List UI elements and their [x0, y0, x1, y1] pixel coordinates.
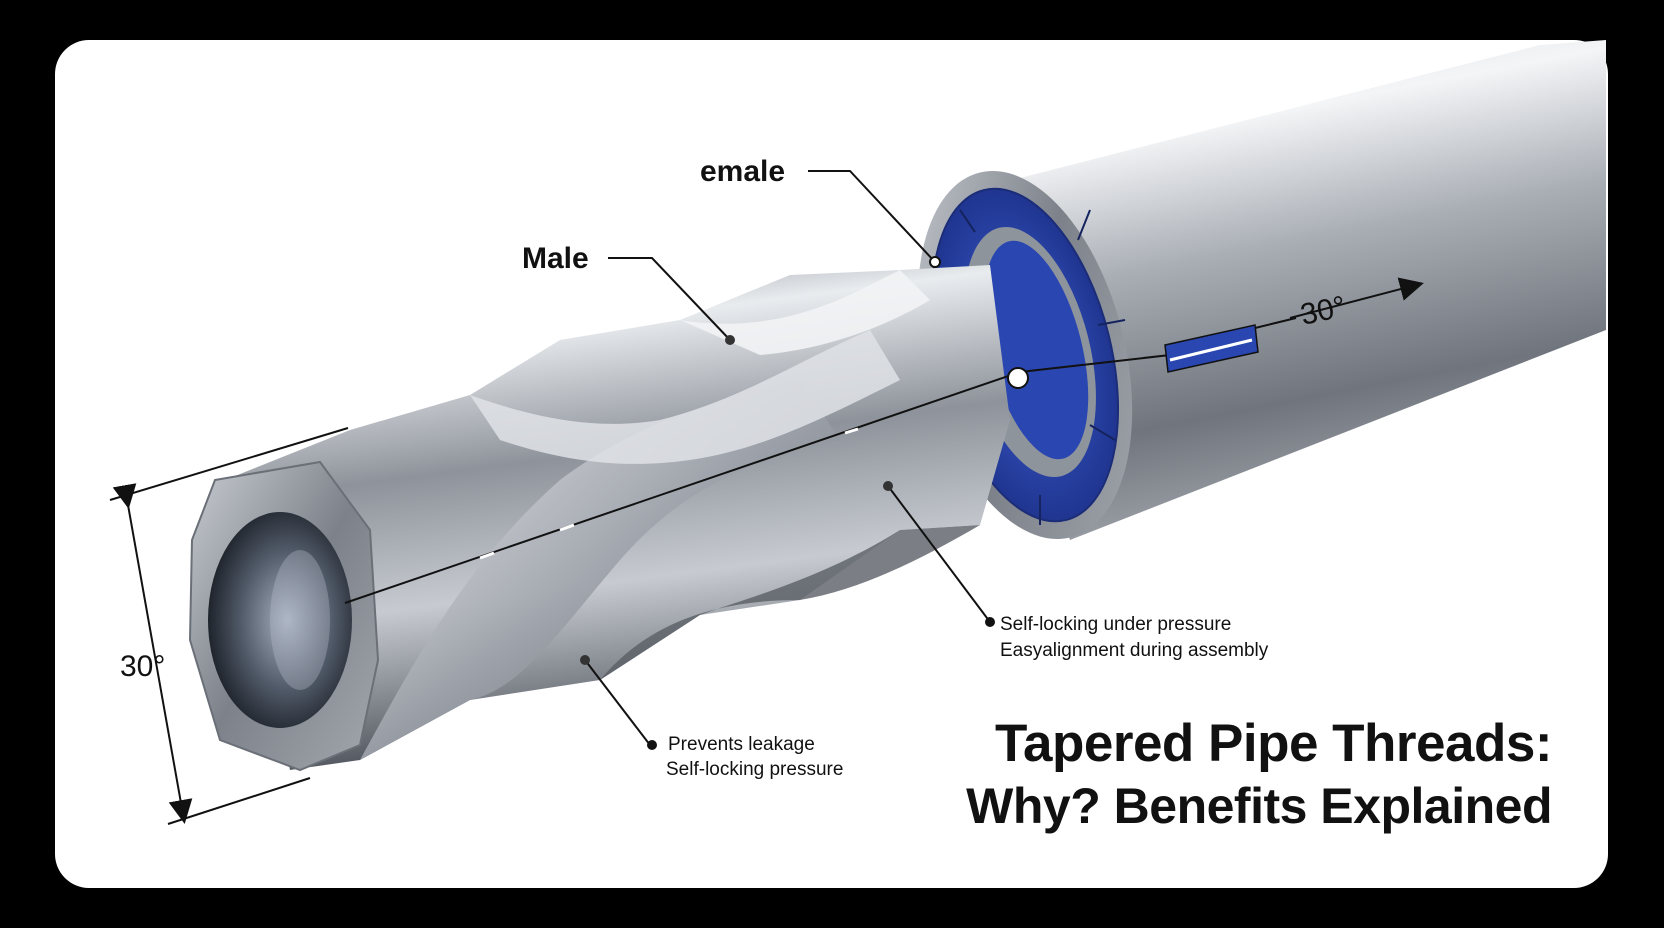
- dim-ext-bottom: [167, 777, 311, 825]
- axis-point: [1007, 367, 1029, 389]
- note-a-line1: Self-locking under pressure: [1000, 614, 1231, 635]
- note-b-dot: [647, 740, 657, 750]
- thread-shadow: [600, 525, 980, 680]
- female-leader-dot: [929, 256, 941, 268]
- axis-dashes: [479, 427, 859, 560]
- note-a-start-dot: [883, 481, 893, 491]
- female-leader-line: [808, 170, 936, 263]
- axis-extension: [1019, 354, 1171, 373]
- title-line-2: Why? Benefits Explained: [966, 777, 1552, 834]
- female-inner-seal: [983, 240, 1089, 460]
- angle-leader-right: [1254, 317, 1297, 329]
- note-a-line2: Easyalignment during assembly: [1000, 640, 1269, 661]
- note-b-line2: Self-locking pressure: [666, 759, 843, 780]
- note-b-line1: Prevents leakage: [668, 734, 815, 755]
- angle-arrow-right: [1289, 277, 1424, 319]
- dim-arrow: [112, 483, 193, 824]
- male-label: Male: [522, 242, 589, 275]
- title-line-1: Tapered Pipe Threads:: [995, 714, 1552, 773]
- male-leader-line: [608, 257, 731, 341]
- diagram-title: Tapered Pipe Threads: Why? Benefits Expl…: [966, 712, 1552, 836]
- note-a-leader: [887, 485, 991, 623]
- thread-crest-3: [680, 270, 930, 355]
- center-axis-line: [344, 371, 1021, 604]
- male-leader-dot: [725, 335, 735, 345]
- thread-crest-2: [470, 330, 900, 464]
- male-end-bore: [208, 512, 352, 728]
- note-a-dot: [985, 617, 995, 627]
- female-label: emale: [700, 155, 785, 188]
- angle-label-left: 30°: [120, 650, 165, 683]
- note-b-start-dot: [580, 655, 590, 665]
- bore-highlight: [270, 550, 330, 690]
- note-b-leader: [584, 659, 651, 746]
